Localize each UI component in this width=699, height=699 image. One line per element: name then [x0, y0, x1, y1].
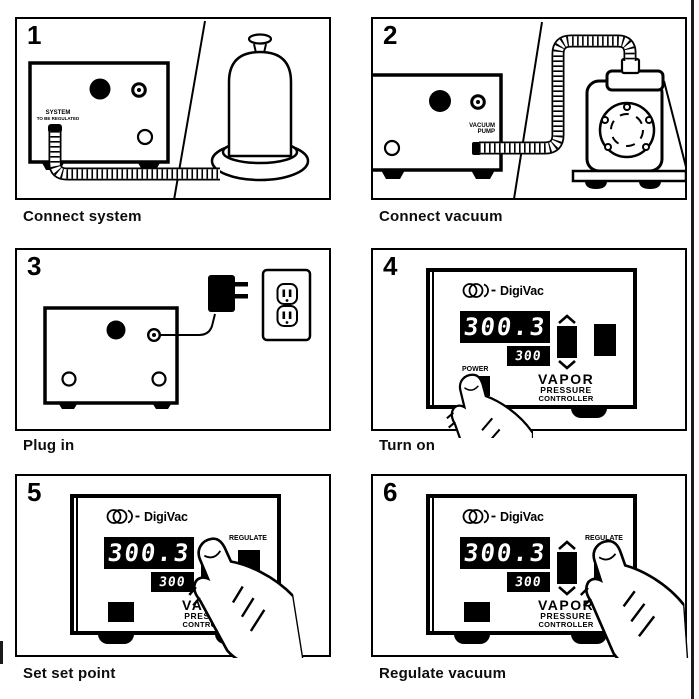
open-port-icon	[151, 371, 167, 387]
pump-inlet-fitting	[620, 57, 641, 75]
scan-edge-left-mark	[0, 641, 3, 664]
step-panel-5: DigiVac 300.3 300 REGULATE VAPOR PRESSUR…	[15, 474, 331, 658]
main-display: 300.3	[460, 537, 550, 569]
step-caption-1: Connect system	[23, 208, 142, 225]
wall-outlet	[261, 268, 312, 342]
vacuum-pump	[571, 57, 685, 189]
controller-foot	[571, 408, 607, 418]
controller-foot	[98, 634, 134, 644]
step-number: 4	[383, 251, 398, 281]
power-button	[464, 602, 490, 622]
hand-icon	[446, 373, 535, 438]
main-display: 300.3	[460, 311, 550, 343]
adjust-button	[557, 326, 577, 358]
adjust-button	[557, 552, 577, 584]
main-display: 300.3	[104, 537, 194, 569]
vacuum-pump-label-line1: VACUUM	[469, 123, 495, 129]
round-port-icon	[106, 320, 126, 340]
pump-base	[571, 169, 685, 183]
brand-name: DigiVac	[500, 283, 544, 298]
down-chevron-icon	[558, 360, 576, 370]
down-chevron-icon	[558, 586, 576, 596]
step-panel-4: DigiVac 300.3 300 POWER VAPOR PRESSURE C…	[371, 248, 687, 438]
regulate-label: REGULATE	[229, 535, 267, 542]
step-number: 1	[27, 20, 42, 50]
plug-in-illustration	[43, 268, 312, 409]
power-label: POWER	[462, 366, 489, 373]
product-wordmark: VAPOR PRESSURE CONTROLLER	[538, 597, 595, 629]
controller-foot	[454, 634, 490, 644]
step-number: 3	[27, 251, 42, 281]
setpoint-display: 300	[507, 346, 550, 366]
step-caption-6: Regulate vacuum	[379, 665, 507, 682]
setpoint-display-value: 300	[514, 574, 543, 590]
power-button	[108, 602, 134, 622]
step-number: 5	[27, 477, 42, 507]
setpoint-display-value: 300	[514, 348, 543, 364]
brand-name: DigiVac	[500, 509, 544, 524]
step-caption-4: Turn on	[379, 437, 436, 454]
device-foot	[471, 170, 495, 179]
hand-icon	[579, 539, 691, 658]
digivac-logo: DigiVac	[462, 507, 544, 526]
step-number: 2	[383, 20, 398, 50]
vacuum-hose	[48, 131, 220, 181]
step-panel-1: SYSTEM TO BE REGULATED 1	[15, 17, 331, 200]
bell-jar	[210, 33, 310, 182]
scene-divider-line	[513, 21, 543, 198]
vacuum-hose	[479, 34, 637, 155]
open-port-icon	[383, 139, 401, 157]
device-foot	[381, 170, 405, 179]
step-panel-2: VACUUM PUMP 2	[371, 17, 687, 200]
controller-foot	[571, 634, 607, 644]
setpoint-display: 300	[151, 572, 194, 592]
hose-connector	[472, 142, 481, 155]
vapor-pressure-controller: DigiVac 300.3 300 POWER VAPOR PRESSURE C…	[426, 268, 637, 409]
system-label-line2: TO BE REGULATED	[36, 116, 80, 121]
pump-foot	[639, 181, 661, 189]
vacuum-pump-label: VACUUM PUMP	[449, 123, 495, 135]
digivac-logo: DigiVac	[106, 507, 188, 526]
regulate-button	[594, 324, 616, 356]
connect-vacuum-illustration	[373, 21, 685, 198]
pump-foot	[585, 181, 607, 189]
step-caption-5: Set set point	[23, 665, 116, 682]
product-wordmark: VAPOR PRESSURE CONTROLLER	[538, 371, 595, 403]
open-port-icon	[136, 128, 154, 146]
setpoint-display: 300	[507, 572, 550, 592]
pointing-hand	[445, 372, 550, 438]
vacuum-pump-label-line2: PUMP	[477, 129, 495, 135]
digivac-logo-icon	[106, 509, 140, 524]
up-chevron-icon	[558, 314, 576, 324]
step-number: 6	[383, 477, 398, 507]
pointing-hand	[575, 538, 699, 658]
digivac-logo-icon	[462, 509, 496, 524]
step-panel-6: DigiVac 300.3 300 REGULATE VAPOR PRESSUR…	[371, 474, 691, 658]
main-display-value: 300.3	[462, 539, 548, 567]
open-port-icon	[61, 371, 77, 387]
pointing-hand	[179, 536, 331, 658]
step-caption-2: Connect vacuum	[379, 208, 503, 225]
connect-system-illustration	[28, 20, 310, 198]
scan-edge-right	[691, 0, 694, 699]
controller-rear-box	[43, 306, 179, 409]
digivac-logo-icon	[462, 283, 496, 298]
ac-adapter	[208, 275, 248, 312]
system-label: SYSTEM TO BE REGULATED	[36, 110, 80, 121]
brand-name: DigiVac	[144, 509, 188, 524]
power-cord	[160, 313, 216, 336]
step-caption-3: Plug in	[23, 437, 75, 454]
hand-icon	[188, 537, 306, 658]
regulate-label: REGULATE	[585, 535, 623, 542]
round-port-icon	[429, 90, 451, 112]
up-chevron-icon	[558, 540, 576, 550]
digivac-logo: DigiVac	[462, 281, 544, 300]
step-panel-3: 3	[15, 248, 331, 431]
hose-connector	[48, 124, 62, 133]
round-port-icon	[89, 78, 111, 100]
system-label-line1: SYSTEM	[45, 110, 71, 116]
main-display-value: 300.3	[462, 313, 548, 341]
